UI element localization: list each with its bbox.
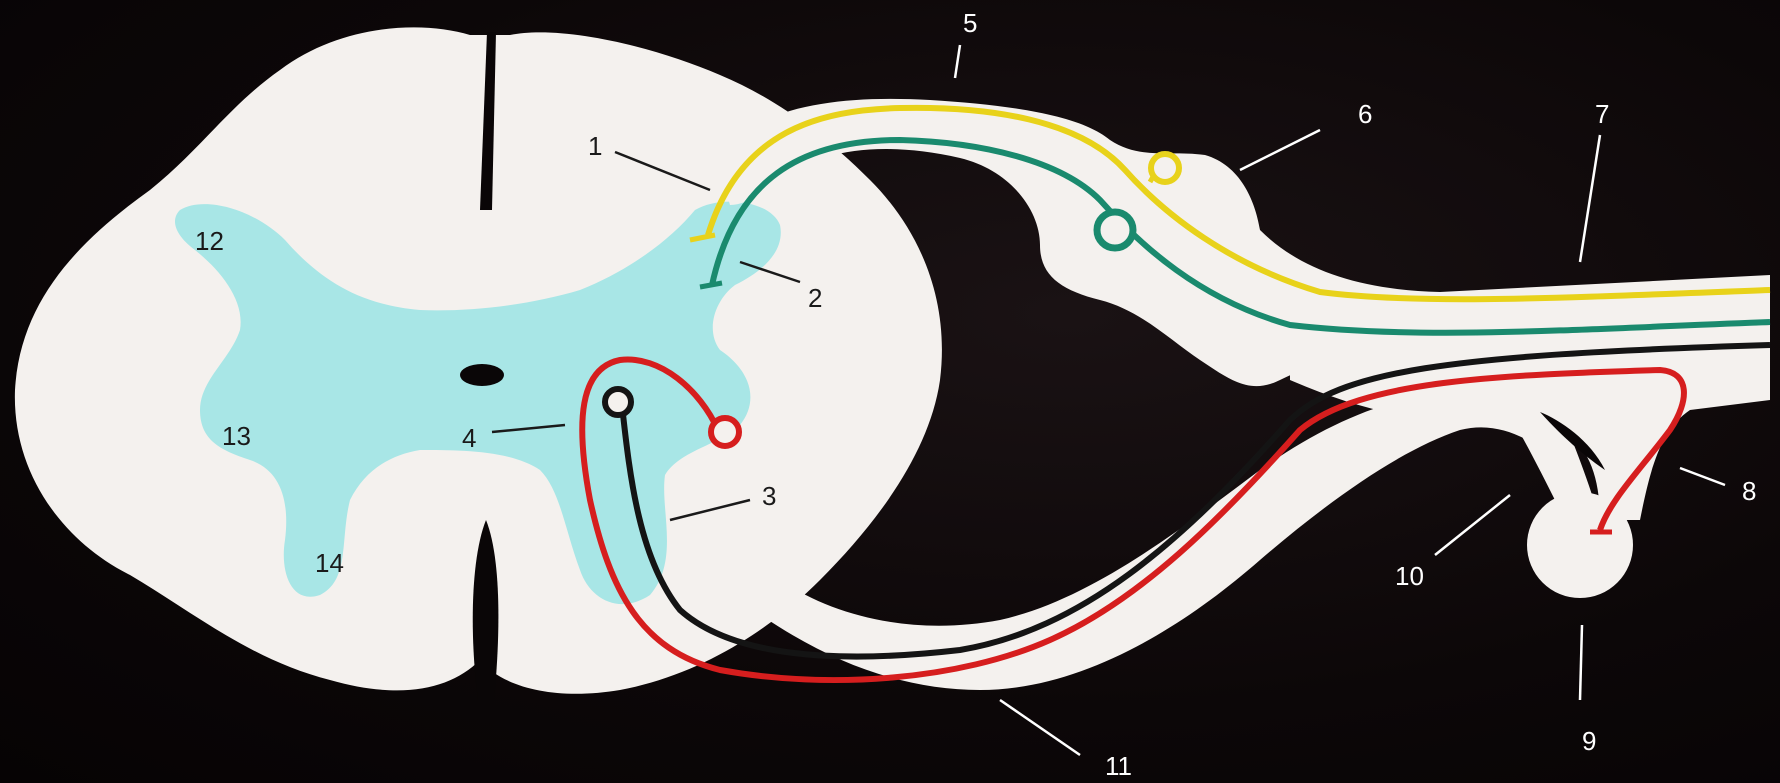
leader-9: [1580, 625, 1582, 700]
sensory-cell-yellow: [1151, 154, 1179, 182]
label-11: 11: [1105, 751, 1132, 781]
label-6: 6: [1358, 99, 1372, 129]
label-4: 4: [462, 423, 476, 453]
label-14: 14: [315, 548, 344, 578]
sensory-cell-green: [1097, 212, 1133, 248]
leader-7: [1580, 135, 1600, 262]
leader-6: [1240, 130, 1320, 170]
leader-8: [1680, 468, 1725, 485]
motor-neuron-black: [605, 389, 631, 415]
label-3: 3: [762, 481, 776, 511]
label-5: 5: [963, 8, 977, 38]
label-2: 2: [808, 283, 822, 313]
label-9: 9: [1582, 726, 1596, 756]
label-10: 10: [1395, 561, 1424, 591]
label-1: 1: [588, 131, 602, 161]
label-7: 7: [1595, 99, 1609, 129]
leader-11: [1000, 700, 1080, 755]
label-12: 12: [195, 226, 224, 256]
leader-10: [1435, 495, 1510, 555]
label-13: 13: [222, 421, 251, 451]
sympathetic-ganglion: [1527, 492, 1633, 598]
label-8: 8: [1742, 476, 1756, 506]
central-canal: [460, 364, 504, 386]
leader-5: [955, 45, 960, 78]
autonomic-neuron-red: [711, 418, 739, 446]
